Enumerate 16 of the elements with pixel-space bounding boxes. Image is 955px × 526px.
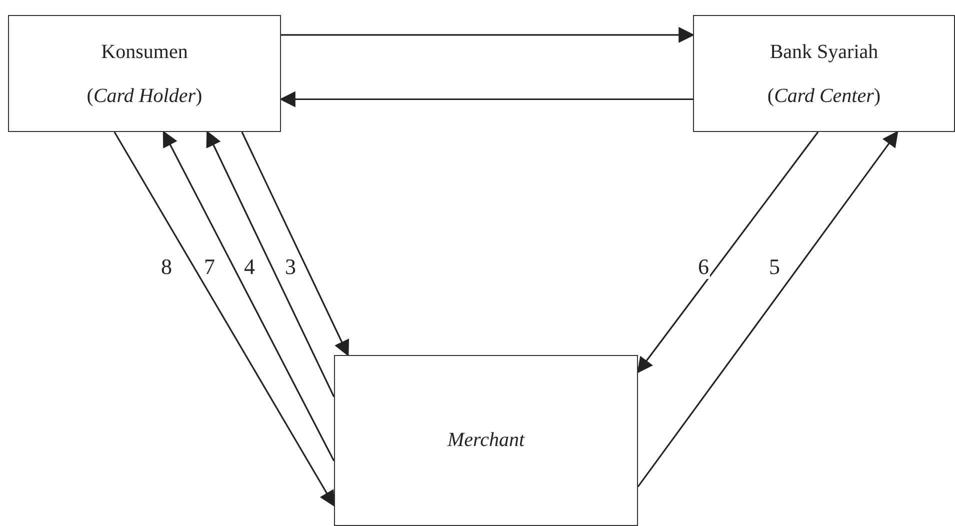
arrow (279, 91, 693, 108)
node-title: Bank Syariah (770, 40, 878, 64)
arrow (281, 26, 695, 43)
arrow (637, 130, 898, 488)
process-box (8, 15, 281, 132)
arrow (637, 132, 819, 374)
arrow (241, 132, 350, 356)
node-subtitle: (Card Holder) (86, 84, 202, 108)
process-box (693, 15, 955, 132)
arrow (114, 132, 335, 507)
node-title: Konsumen (101, 40, 188, 64)
node-title: Merchant (447, 428, 524, 452)
process-box (334, 355, 638, 526)
arrow (162, 130, 335, 462)
node-subtitle: (Card Center) (767, 84, 881, 108)
arrow (206, 130, 335, 398)
